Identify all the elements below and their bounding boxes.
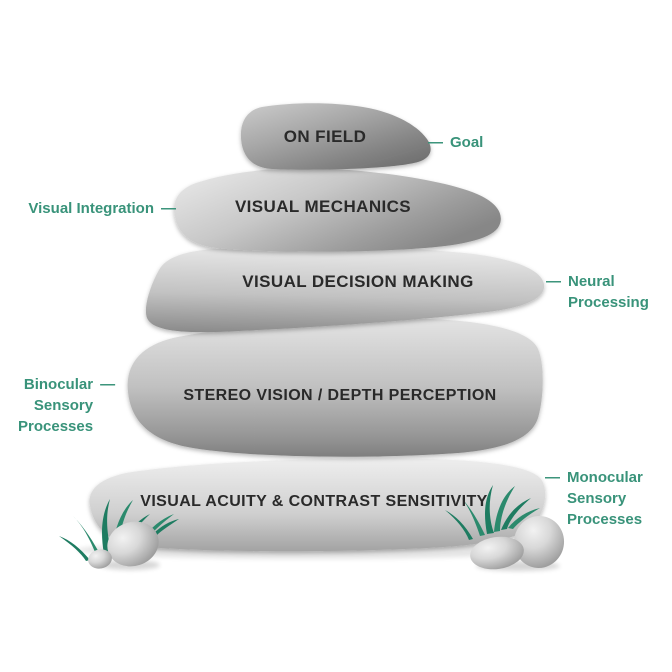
annotation-line: Processes bbox=[567, 511, 643, 528]
annotation-line: Processes bbox=[18, 418, 94, 435]
annotation-line: Binocular bbox=[23, 376, 94, 393]
stone-label-visual-decision-making: VISUAL DECISION MAKING bbox=[242, 272, 474, 291]
stone-label-stereo-vision: STEREO VISION / DEPTH PERCEPTION bbox=[183, 387, 497, 404]
grass-tuft-right-icon bbox=[445, 485, 540, 540]
stone-label-visual-mechanics: VISUAL MECHANICS bbox=[234, 197, 412, 216]
annotation-goal-text: Goal bbox=[450, 134, 484, 151]
pebbles-right-icon bbox=[470, 516, 565, 570]
annotation-neural-processing: — Neural Processing bbox=[546, 271, 649, 313]
annotation-neural-processing-text: Neural Processing bbox=[568, 271, 649, 313]
annotation-visual-integration: Visual Integration — bbox=[0, 198, 176, 219]
annotation-monocular-sensory-text: Monocular Sensory Processes bbox=[567, 467, 643, 530]
stone-shape-visual-acuity bbox=[89, 458, 546, 552]
connector-dash: — bbox=[161, 200, 176, 217]
annotation-line: Monocular bbox=[567, 469, 643, 486]
annotation-line: Processing bbox=[568, 294, 649, 311]
annotation-monocular-sensory: — Monocular Sensory Processes bbox=[545, 467, 643, 530]
stone-label-visual-acuity: VISUAL ACUITY & CONTRAST SENSITIVITY bbox=[140, 493, 488, 510]
annotation-binocular-sensory-text: Binocular Sensory Processes bbox=[18, 374, 93, 437]
connector-dash: — bbox=[546, 273, 561, 290]
stone-label-on-field: ON FIELD bbox=[283, 127, 367, 146]
annotation-line: Sensory bbox=[567, 490, 627, 507]
annotation-line: Neural bbox=[568, 273, 615, 290]
annotation-visual-integration-text: Visual Integration bbox=[28, 200, 154, 217]
stone-shape-on-field bbox=[240, 103, 431, 170]
annotation-goal: — Goal bbox=[428, 132, 483, 153]
annotation-binocular-sensory: Binocular Sensory Processes — bbox=[18, 374, 115, 437]
annotation-line: Sensory bbox=[33, 397, 94, 414]
connector-dash: — bbox=[428, 134, 443, 151]
pebbles-left-icon bbox=[88, 521, 159, 569]
connector-dash: — bbox=[100, 376, 116, 393]
stone-shape-visual-decision bbox=[145, 246, 545, 333]
connector-dash: — bbox=[545, 469, 560, 486]
stone-shape-visual-mechanics bbox=[173, 168, 501, 252]
stone-shape-stereo-vision bbox=[127, 318, 543, 457]
